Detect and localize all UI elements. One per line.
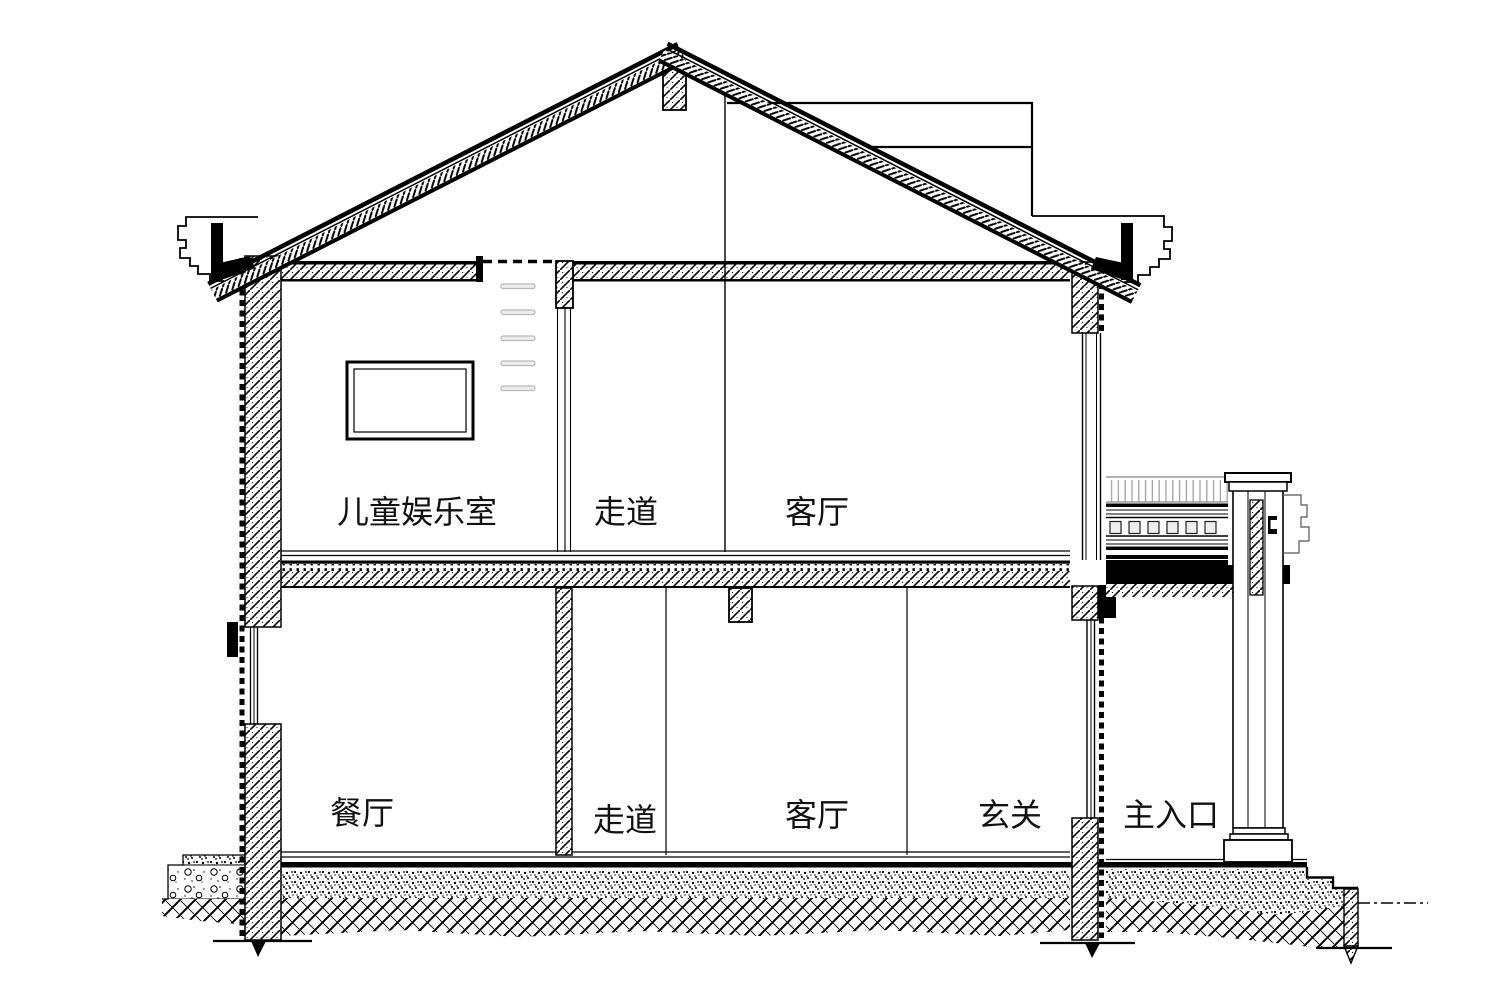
ground-fill	[162, 854, 1356, 947]
hanging-beam	[728, 587, 753, 623]
roof-left-slope	[207, 42, 688, 303]
porch-column	[1221, 472, 1310, 867]
background-structure	[727, 101, 1034, 216]
column-base-ring1	[1232, 827, 1286, 835]
roof-right-slope	[658, 41, 1142, 304]
foundation-break-right	[1040, 941, 1135, 958]
right-gutter	[1091, 223, 1133, 280]
window-right-2f	[1081, 333, 1102, 560]
left-gutter	[211, 223, 255, 280]
room-label-foyer: 玄关	[978, 797, 1042, 833]
column-cut-strip	[1249, 499, 1264, 596]
entry-door-frame	[1086, 620, 1096, 818]
foundation-break-left	[213, 939, 312, 957]
room-labels: 儿童娱乐室 走道 客厅 餐厅 走道 客厅 玄关 主入口	[330, 494, 1219, 838]
room-label-living-2f: 客厅	[785, 494, 849, 530]
room-label-corridor-1f: 走道	[593, 802, 657, 838]
right-exterior-wall	[1071, 261, 1116, 941]
dentil-row	[1109, 520, 1217, 535]
column-base-ring2	[1229, 833, 1289, 841]
right-cornice	[1032, 215, 1173, 283]
window-sill	[227, 622, 238, 657]
porch-entablature	[1106, 476, 1228, 565]
room-label-kids-room: 儿童娱乐室	[337, 494, 497, 530]
column-capital-neck	[1228, 481, 1288, 492]
porch-footing	[1316, 888, 1428, 965]
corbel-profile	[1283, 494, 1310, 554]
column-plinth	[1223, 839, 1293, 863]
room-label-corridor-2f: 走道	[594, 494, 658, 530]
ground-floor-slab	[281, 851, 1307, 868]
shelf-marks	[500, 283, 536, 392]
partition-wall-2f	[555, 260, 574, 552]
room-label-living-1f: 客厅	[785, 797, 849, 833]
window-left-1f	[227, 622, 259, 724]
room-label-main-entrance: 主入口	[1123, 797, 1219, 833]
left-exterior-wall	[239, 255, 282, 941]
room-label-dining: 餐厅	[330, 795, 394, 831]
partition-wall-1f	[555, 587, 573, 856]
attic-floor-slab	[281, 256, 1070, 282]
column-capital-abacus	[1224, 472, 1292, 483]
tv-panel	[345, 360, 475, 441]
left-cornice	[177, 216, 258, 282]
second-floor-slab	[281, 550, 1070, 588]
